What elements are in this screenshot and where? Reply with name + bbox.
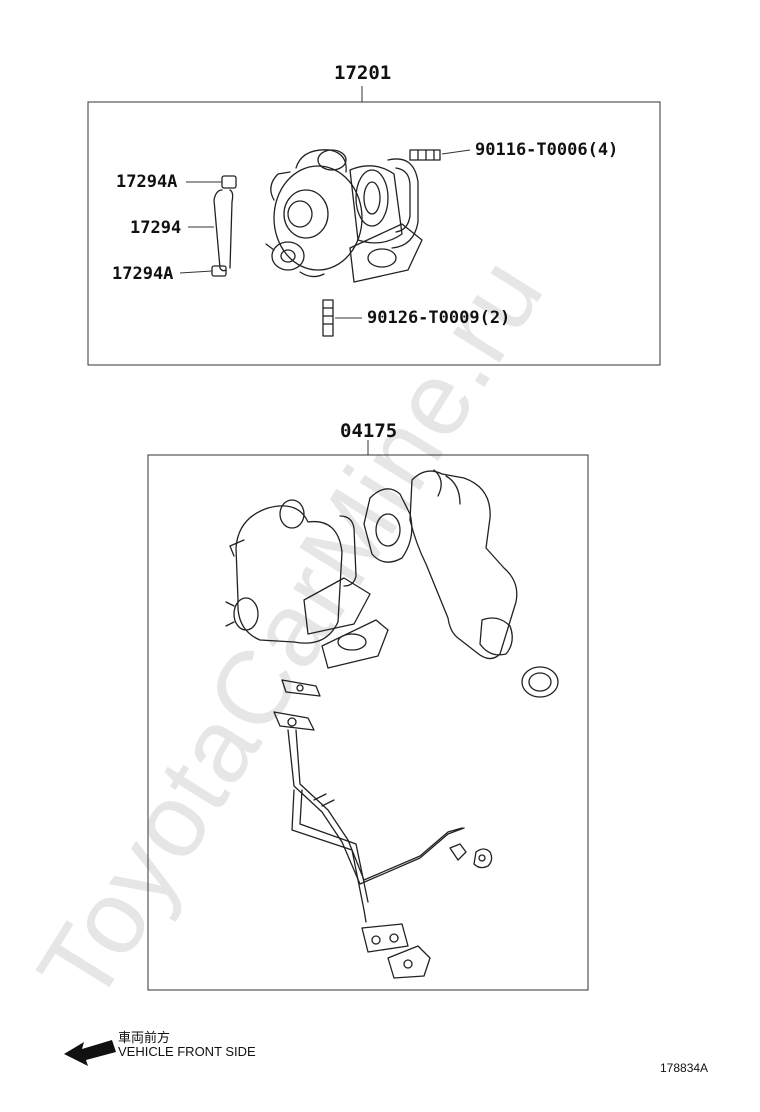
callout-17294a-top[interactable]: 17294A bbox=[116, 172, 178, 192]
turbocharger-part bbox=[265, 149, 423, 283]
callout-90116[interactable]: 90116-T0006(4) bbox=[475, 140, 619, 160]
callout-90126[interactable]: 90126-T0009(2) bbox=[367, 308, 511, 328]
leader-90116 bbox=[441, 149, 471, 155]
stud-90116-part bbox=[409, 149, 441, 161]
group-1-frame bbox=[87, 101, 661, 366]
callout-17294[interactable]: 17294 bbox=[130, 218, 182, 238]
stud-90126-part bbox=[322, 299, 334, 337]
hose-part bbox=[211, 175, 237, 277]
leader-17294a-bottom bbox=[179, 270, 213, 274]
gasket-kit-drawing bbox=[225, 469, 559, 979]
vehicle-front-arrow-icon bbox=[64, 1040, 116, 1066]
group-1-label[interactable]: 17201 bbox=[334, 62, 392, 84]
group-2-frame bbox=[147, 454, 589, 991]
group-2-label[interactable]: 04175 bbox=[340, 420, 398, 442]
callout-17294a-bottom[interactable]: 17294A bbox=[112, 264, 174, 284]
direction-label-en: VEHICLE FRONT SIDE bbox=[118, 1044, 256, 1059]
drawing-code: 178834A bbox=[660, 1061, 709, 1075]
direction-label-jp: 車両前方 bbox=[118, 1030, 171, 1045]
